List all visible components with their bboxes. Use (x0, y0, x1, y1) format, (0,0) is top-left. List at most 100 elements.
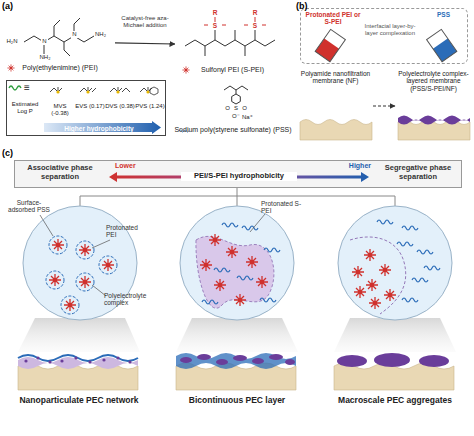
illustration-part (80, 188, 395, 206)
illustration-part (102, 259, 114, 271)
illustration-part (352, 266, 364, 278)
zoom-circle: Protonated S-PEI (177, 204, 297, 322)
illustration-part (256, 276, 268, 288)
illustration-part (246, 256, 258, 268)
illustration-part (402, 298, 418, 302)
node-text: DVS (0.38) (105, 103, 135, 110)
illustration-part (9, 86, 21, 90)
structure-panel: Sulfonyl PEI (S-PEI) (175, 6, 290, 84)
node-text: Segregative phase separation (375, 164, 461, 181)
node-text: Polyamide nanofiltration membrane (NF) (298, 70, 373, 85)
illustration-part (48, 360, 51, 363)
annotation-label: O⁻ (231, 113, 241, 120)
illustration-part (44, 18, 80, 56)
membrane-panel: Polyamide nanofiltration membrane (NF) (298, 70, 373, 142)
illustration-part (24, 36, 94, 42)
illustration-part (102, 358, 105, 361)
node-text: Sodium poly(styrene sulfonate) (PSS) (172, 126, 294, 134)
illustration-part (285, 359, 295, 365)
illustration-part (433, 38, 457, 61)
illustration-part (92, 88, 96, 92)
illustration-part (269, 354, 283, 360)
illustration-part (334, 318, 456, 352)
illustration-part (40, 215, 110, 296)
annotation-label: NH₂ (37, 54, 53, 61)
segregated-pec (350, 220, 440, 314)
illustration-part (397, 242, 413, 246)
illustration-part (36, 356, 39, 359)
illustration-part (337, 353, 449, 367)
illustration-part (46, 271, 64, 289)
circle-outline (180, 206, 294, 320)
illustration-part (222, 223, 238, 227)
illustration-part (176, 318, 298, 352)
illustration-part (76, 241, 94, 259)
illustration-part (398, 116, 470, 125)
annotation-label: S (233, 105, 240, 112)
illustration-part (122, 88, 130, 92)
node-text: Bicontinuous PEC layer (172, 396, 302, 406)
illustration-part (232, 94, 241, 104)
node-text: Protonated PEI or S-PEI (304, 11, 362, 26)
illustration-part (315, 29, 345, 61)
illustration-part (300, 120, 372, 141)
illustration-part (49, 274, 61, 286)
zoom-circle: Surface-adsorbed PSSProtonated PEIPolyel… (20, 204, 140, 322)
annotation-label: S (212, 22, 219, 29)
illustration-part (79, 244, 91, 256)
illustration-part (176, 353, 296, 369)
illustration-part (49, 236, 67, 254)
beaker-panel: PSS (421, 11, 466, 61)
illustration-part (150, 87, 158, 95)
illustration-part (424, 266, 440, 270)
annotation-label: R (252, 9, 259, 16)
pei-structure (7, 18, 94, 72)
illustration-part (214, 279, 226, 291)
illustration-part (374, 353, 410, 367)
edge-label: Catalyst-free aza-Michael addition (115, 15, 175, 29)
node-text: MVS (-0.38) (45, 103, 75, 117)
node-text: Higher (331, 162, 371, 170)
illustration-part (216, 359, 228, 365)
illustration-part (384, 289, 396, 301)
annotation-label: (c) (2, 148, 22, 158)
illustration-part (427, 29, 457, 61)
illustration-part (237, 276, 253, 280)
illustration-part (224, 86, 248, 90)
illustration-part (74, 356, 77, 359)
annotation-label: (a) (2, 1, 22, 11)
illustration-part (18, 355, 138, 361)
annotation-label: H₂N (4, 38, 20, 45)
node-text: PSS (421, 11, 466, 18)
illustration-part (252, 358, 264, 364)
illustration-part (180, 206, 294, 320)
node-text: Protonated PEI (106, 224, 146, 239)
illustration-part (315, 29, 345, 61)
annotation-label: Na⁺ (242, 114, 256, 121)
illustration-part (44, 121, 161, 134)
illustration-part (116, 356, 119, 359)
annotation-label: O (241, 105, 248, 112)
illustration-part (233, 355, 247, 361)
illustration-part (236, 90, 237, 94)
illustration-part (402, 226, 418, 230)
illustration-part (350, 237, 406, 314)
bicontinuous-pec (196, 214, 280, 308)
annotation-label: NH₂ (95, 31, 111, 38)
illustration-part (209, 234, 221, 246)
node-text: Sulfonyl PEI (S-PEI) (175, 66, 290, 74)
illustration-part (242, 226, 258, 230)
annotation-label: (b) (296, 1, 316, 11)
illustration-part (338, 206, 452, 320)
illustration-part (182, 66, 189, 73)
illustration-part (412, 278, 428, 282)
illustration-part (52, 239, 64, 251)
illustration-part (64, 299, 76, 311)
node-text: ≡ (21, 82, 33, 94)
process-box: Interfacial layer-by-layer complexationP… (300, 8, 468, 64)
node-text: Surface-adsorbed PSS (4, 199, 54, 214)
node-text: Protonated S-PEI (261, 200, 307, 215)
illustration-part (369, 297, 381, 309)
illustration-part (379, 264, 391, 276)
annotation-label: R (212, 9, 219, 16)
